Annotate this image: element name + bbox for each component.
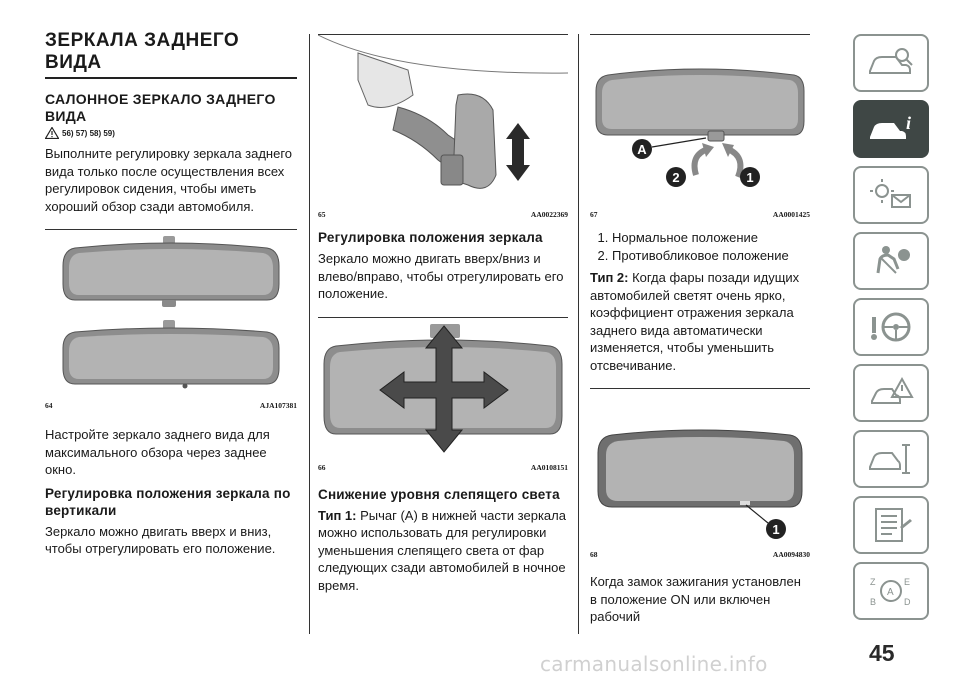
figure-number: 67 bbox=[590, 210, 598, 219]
callout-1: 1 bbox=[772, 522, 779, 537]
position-list: Нормальное положение Противобликовое пол… bbox=[590, 229, 810, 265]
svg-text:A: A bbox=[887, 587, 894, 598]
warning-refs: 56) 57) 58) 59) bbox=[45, 127, 297, 139]
figure-code: AJA107381 bbox=[259, 401, 297, 410]
figure-65: 65 AA0022369 bbox=[317, 34, 569, 219]
figure-number: 68 bbox=[590, 550, 598, 559]
section-title: САЛОННОЕ ЗЕРКАЛО ЗАДНЕГО ВИДА bbox=[45, 91, 276, 124]
column-2: 65 AA0022369 Регулировка положения зерка… bbox=[317, 34, 569, 598]
figure-code: AA0022369 bbox=[530, 210, 568, 219]
car-search-icon bbox=[869, 48, 913, 74]
tab-airbag-seatbelt[interactable] bbox=[853, 232, 929, 290]
tab-alphabet-index[interactable]: Z E A B D bbox=[853, 562, 929, 620]
mirror-lever-illustration: A 2 1 bbox=[595, 68, 805, 187]
tab-car-search[interactable] bbox=[853, 34, 929, 92]
svg-text:E: E bbox=[904, 577, 910, 587]
warning-numbers: 56) 57) 58) 59) bbox=[62, 128, 115, 138]
column-divider bbox=[309, 34, 310, 634]
figure-caption: 65 AA0022369 bbox=[318, 210, 568, 219]
car-info-icon: i bbox=[870, 113, 911, 139]
mirror-mount-illustration bbox=[317, 34, 569, 189]
mirror-two-positions-illustration bbox=[62, 236, 280, 389]
subheading-position: Регулировка положения зеркала bbox=[318, 230, 543, 245]
figure-number: 65 bbox=[318, 210, 326, 219]
alphabet-index-icon: Z E A B D bbox=[870, 577, 911, 607]
road-emergency-icon bbox=[871, 376, 914, 404]
svg-text:D: D bbox=[904, 597, 911, 607]
tab-warning-lights[interactable] bbox=[853, 166, 929, 224]
figure-67: A 2 1 67 AA0001425 bbox=[590, 34, 810, 219]
callout-1: 1 bbox=[746, 170, 753, 185]
column-divider bbox=[578, 34, 579, 634]
figure-number: 64 bbox=[45, 401, 53, 410]
steering-wheel-icon bbox=[871, 312, 911, 342]
svg-text:Z: Z bbox=[870, 577, 876, 587]
type2-text: Когда фары позади идущих автомобилей све… bbox=[590, 270, 800, 373]
specifications-icon bbox=[875, 508, 912, 542]
figure-64: 64 AJA107381 bbox=[45, 229, 297, 410]
warning-lights-icon bbox=[870, 179, 911, 208]
watermark: carmanualsonline.info bbox=[540, 652, 768, 676]
airbag-seatbelt-icon bbox=[876, 246, 910, 274]
figure-68: 1 68 AA0094830 bbox=[590, 388, 810, 559]
bottom-text: Когда замок зажигания установлен в полож… bbox=[590, 574, 801, 624]
figure-code: AA0108151 bbox=[530, 462, 568, 472]
type2-paragraph: Тип 2: Когда фары позади идущих автомоби… bbox=[590, 269, 810, 374]
page-title: ЗЕРКАЛА ЗАДНЕГО ВИДА bbox=[45, 30, 297, 79]
warning-triangle-icon bbox=[45, 127, 59, 139]
svg-text:B: B bbox=[870, 597, 876, 607]
figure-code: AA0001425 bbox=[772, 210, 810, 219]
tab-specifications[interactable] bbox=[853, 496, 929, 554]
figure-caption: 67 AA0001425 bbox=[590, 210, 810, 219]
subheading-dimming: Снижение уровня слепящего света bbox=[318, 486, 560, 502]
after-figure-text: Настройте зеркало заднего вида для макси… bbox=[45, 427, 270, 477]
chapter-tabs: i bbox=[853, 34, 933, 628]
intro-text: Выполните регулировку зеркала заднего ви… bbox=[45, 146, 293, 214]
type2-label: Тип 2: bbox=[590, 270, 629, 285]
figure-caption: 68 AA0094830 bbox=[590, 550, 810, 559]
figure-number: 66 bbox=[318, 462, 326, 472]
position-text: Зеркало можно двигать вверх/вниз и влево… bbox=[318, 251, 564, 301]
subheading-vertical: Регулировка положения зеркала по вертика… bbox=[45, 485, 291, 518]
list-item: Противобликовое положение bbox=[612, 247, 810, 265]
figure-code: AA0094830 bbox=[772, 550, 810, 559]
callout-a: A bbox=[637, 142, 647, 157]
type1-paragraph: Тип 1: Рычаг (А) в нижней части зеркала … bbox=[318, 507, 568, 595]
car-service-icon bbox=[869, 444, 910, 474]
tab-car-service[interactable] bbox=[853, 430, 929, 488]
page-number: 45 bbox=[869, 640, 895, 666]
list-item: Нормальное положение bbox=[612, 229, 810, 247]
type1-text: Рычаг (А) в нижней части зеркала можно и… bbox=[318, 507, 566, 593]
figure-66: 66 AA0108151 bbox=[318, 316, 568, 472]
auto-dimming-mirror-illustration: 1 bbox=[597, 429, 803, 539]
vertical-text: Зеркало можно двигать вверх и вниз, чтоб… bbox=[45, 523, 276, 557]
figure-caption: 66 AA0108151 bbox=[318, 463, 568, 472]
tab-steering-wheel[interactable] bbox=[853, 298, 929, 356]
tab-road-emergency[interactable] bbox=[853, 364, 929, 422]
type1-label: Тип 1: bbox=[318, 507, 357, 523]
tab-car-info[interactable]: i bbox=[853, 100, 929, 158]
figure-caption: 64 AJA107381 bbox=[45, 401, 297, 410]
mirror-arrows-illustration bbox=[323, 323, 563, 453]
column-1: ЗЕРКАЛА ЗАДНЕГО ВИДА САЛОННОЕ ЗЕРКАЛО ЗА… bbox=[45, 30, 297, 562]
callout-2: 2 bbox=[672, 170, 679, 185]
column-3: A 2 1 67 AA0001425 Нормальное положение … bbox=[590, 34, 810, 630]
svg-text:i: i bbox=[906, 113, 911, 133]
